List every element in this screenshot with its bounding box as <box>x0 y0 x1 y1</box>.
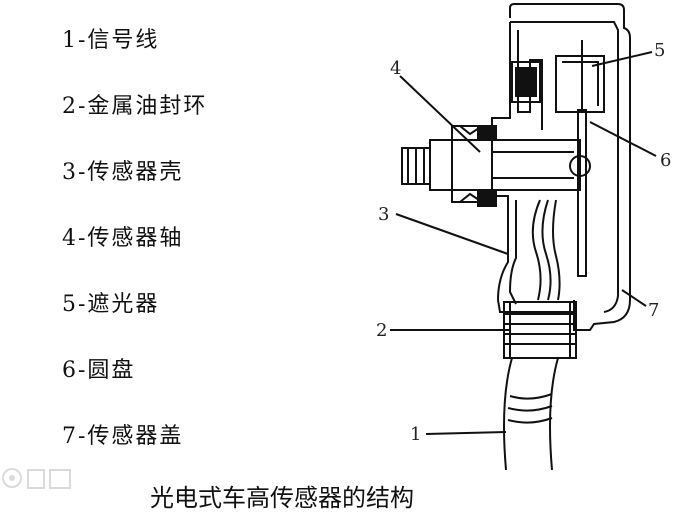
callout-5: 5 <box>654 40 665 61</box>
sensor-housing <box>491 22 575 313</box>
sensor-cross-section-diagram: 4 3 2 1 5 6 7 <box>376 3 671 470</box>
signal-cable <box>503 357 559 470</box>
callout-4: 4 <box>390 58 401 79</box>
watermark-logo-icon <box>2 468 71 489</box>
sensor-cover <box>509 3 631 331</box>
metal-oil-seal-ring <box>503 301 577 359</box>
callout-2: 2 <box>376 320 387 341</box>
internal-wires <box>531 199 561 301</box>
legend-item-5: 5-遮光器 <box>62 292 160 317</box>
sensor-shaft <box>429 139 581 191</box>
light-shade <box>555 55 605 113</box>
legend-item-3: 3-传感器壳 <box>62 160 184 185</box>
callout-1: 1 <box>410 424 421 445</box>
legend-item-6: 6-圆盘 <box>62 358 136 383</box>
callout-3: 3 <box>378 204 389 225</box>
disc <box>577 109 587 277</box>
legend-item-1: 1-信号线 <box>62 28 160 53</box>
sensor-cover-inner <box>510 21 619 313</box>
legend-item-4: 4-传感器轴 <box>62 226 184 251</box>
callout-7: 7 <box>648 300 659 321</box>
diagram-caption: 光电式车高传感器的结构 <box>150 484 414 512</box>
callout-6: 6 <box>660 150 671 171</box>
legend-item-2: 2-金属油封环 <box>62 94 208 119</box>
emitter-block <box>511 61 541 103</box>
legend-item-7: 7-传感器盖 <box>62 424 184 449</box>
